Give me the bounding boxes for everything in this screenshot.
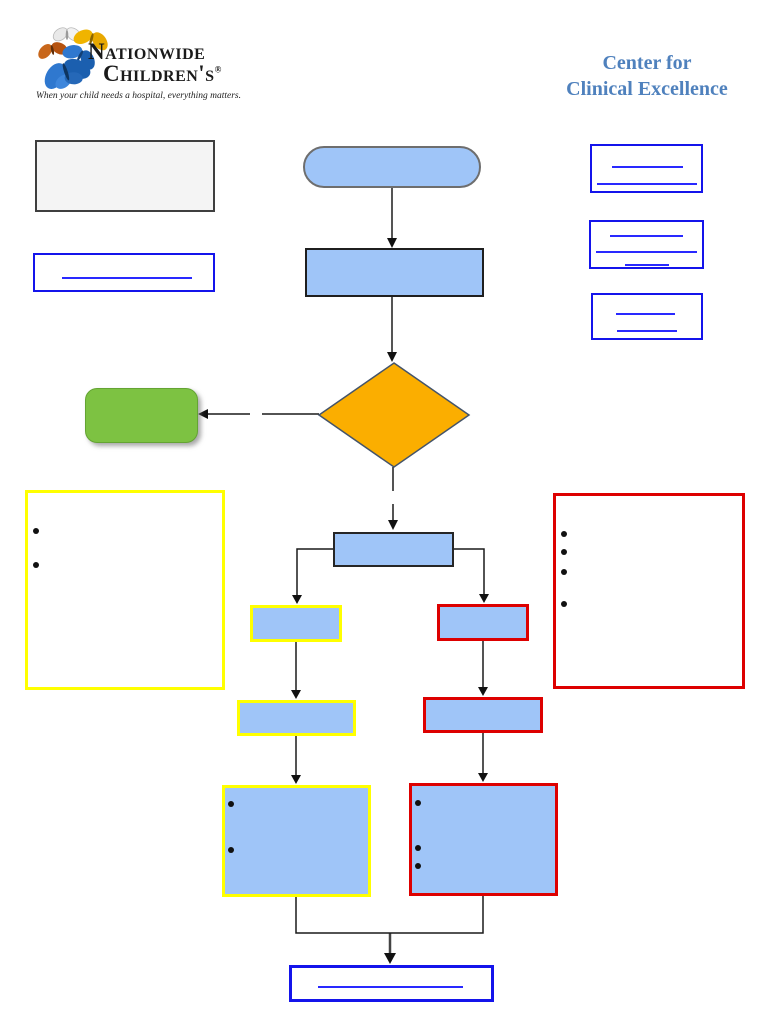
- yellow-branch-step-2: [237, 700, 356, 736]
- legend-box: [35, 140, 215, 212]
- hyperlink-underline[interactable]: [616, 313, 675, 315]
- bottom-hyperlink-box: [289, 965, 494, 1002]
- bullet-point: [415, 863, 421, 869]
- hyperlink-underline[interactable]: [597, 183, 697, 185]
- bullet-point: [415, 800, 421, 806]
- yellow-note-box: [25, 490, 225, 690]
- bullet-point: [415, 845, 421, 851]
- org-name-line2: Children's®: [103, 61, 222, 86]
- right-hyperlink-box-2: [589, 220, 704, 269]
- bullet-point: [561, 601, 567, 607]
- start-terminator: [303, 146, 481, 188]
- org-tagline: When your child needs a hospital, everyt…: [36, 91, 242, 101]
- left-hyperlink-box: [33, 253, 215, 292]
- red-note-box: [553, 493, 745, 689]
- registered-trademark: ®: [214, 64, 222, 75]
- red-branch-step-1: [437, 604, 529, 641]
- bullet-point: [33, 528, 39, 534]
- bullet-point: [228, 847, 234, 853]
- page-title: Center for Clinical Excellence: [542, 50, 752, 102]
- right-hyperlink-box-3: [591, 293, 703, 340]
- hyperlink-underline[interactable]: [617, 330, 677, 332]
- gray-connectors: [388, 188, 393, 956]
- butterflies-logo-icon: [38, 27, 108, 89]
- org-logo: Nationwide Children's® When your child n…: [0, 0, 300, 110]
- hyperlink-underline[interactable]: [318, 986, 463, 988]
- yellow-branch-step-1: [250, 605, 342, 642]
- red-branch-detail: [409, 783, 558, 896]
- hyperlink-underline[interactable]: [62, 277, 192, 279]
- org-name-line1: Nationwide: [88, 39, 206, 64]
- process-2: [333, 532, 454, 567]
- decision-diamond: [317, 362, 471, 468]
- yellow-branch-detail: [222, 785, 371, 897]
- red-branch-step-2: [423, 697, 543, 733]
- page-title-line1: Center for: [602, 52, 692, 74]
- page-title-line2: Clinical Excellence: [566, 78, 728, 100]
- hyperlink-underline[interactable]: [610, 235, 683, 237]
- hyperlink-underline[interactable]: [612, 166, 683, 168]
- process-1: [305, 248, 484, 297]
- hyperlink-underline[interactable]: [596, 251, 697, 253]
- bullet-point: [228, 801, 234, 807]
- hyperlink-underline[interactable]: [625, 264, 669, 266]
- bullet-point: [33, 562, 39, 568]
- green-terminator: [85, 388, 198, 443]
- right-hyperlink-box-1: [590, 144, 703, 193]
- bullet-point: [561, 569, 567, 575]
- bullet-point: [561, 549, 567, 555]
- bullet-point: [561, 531, 567, 537]
